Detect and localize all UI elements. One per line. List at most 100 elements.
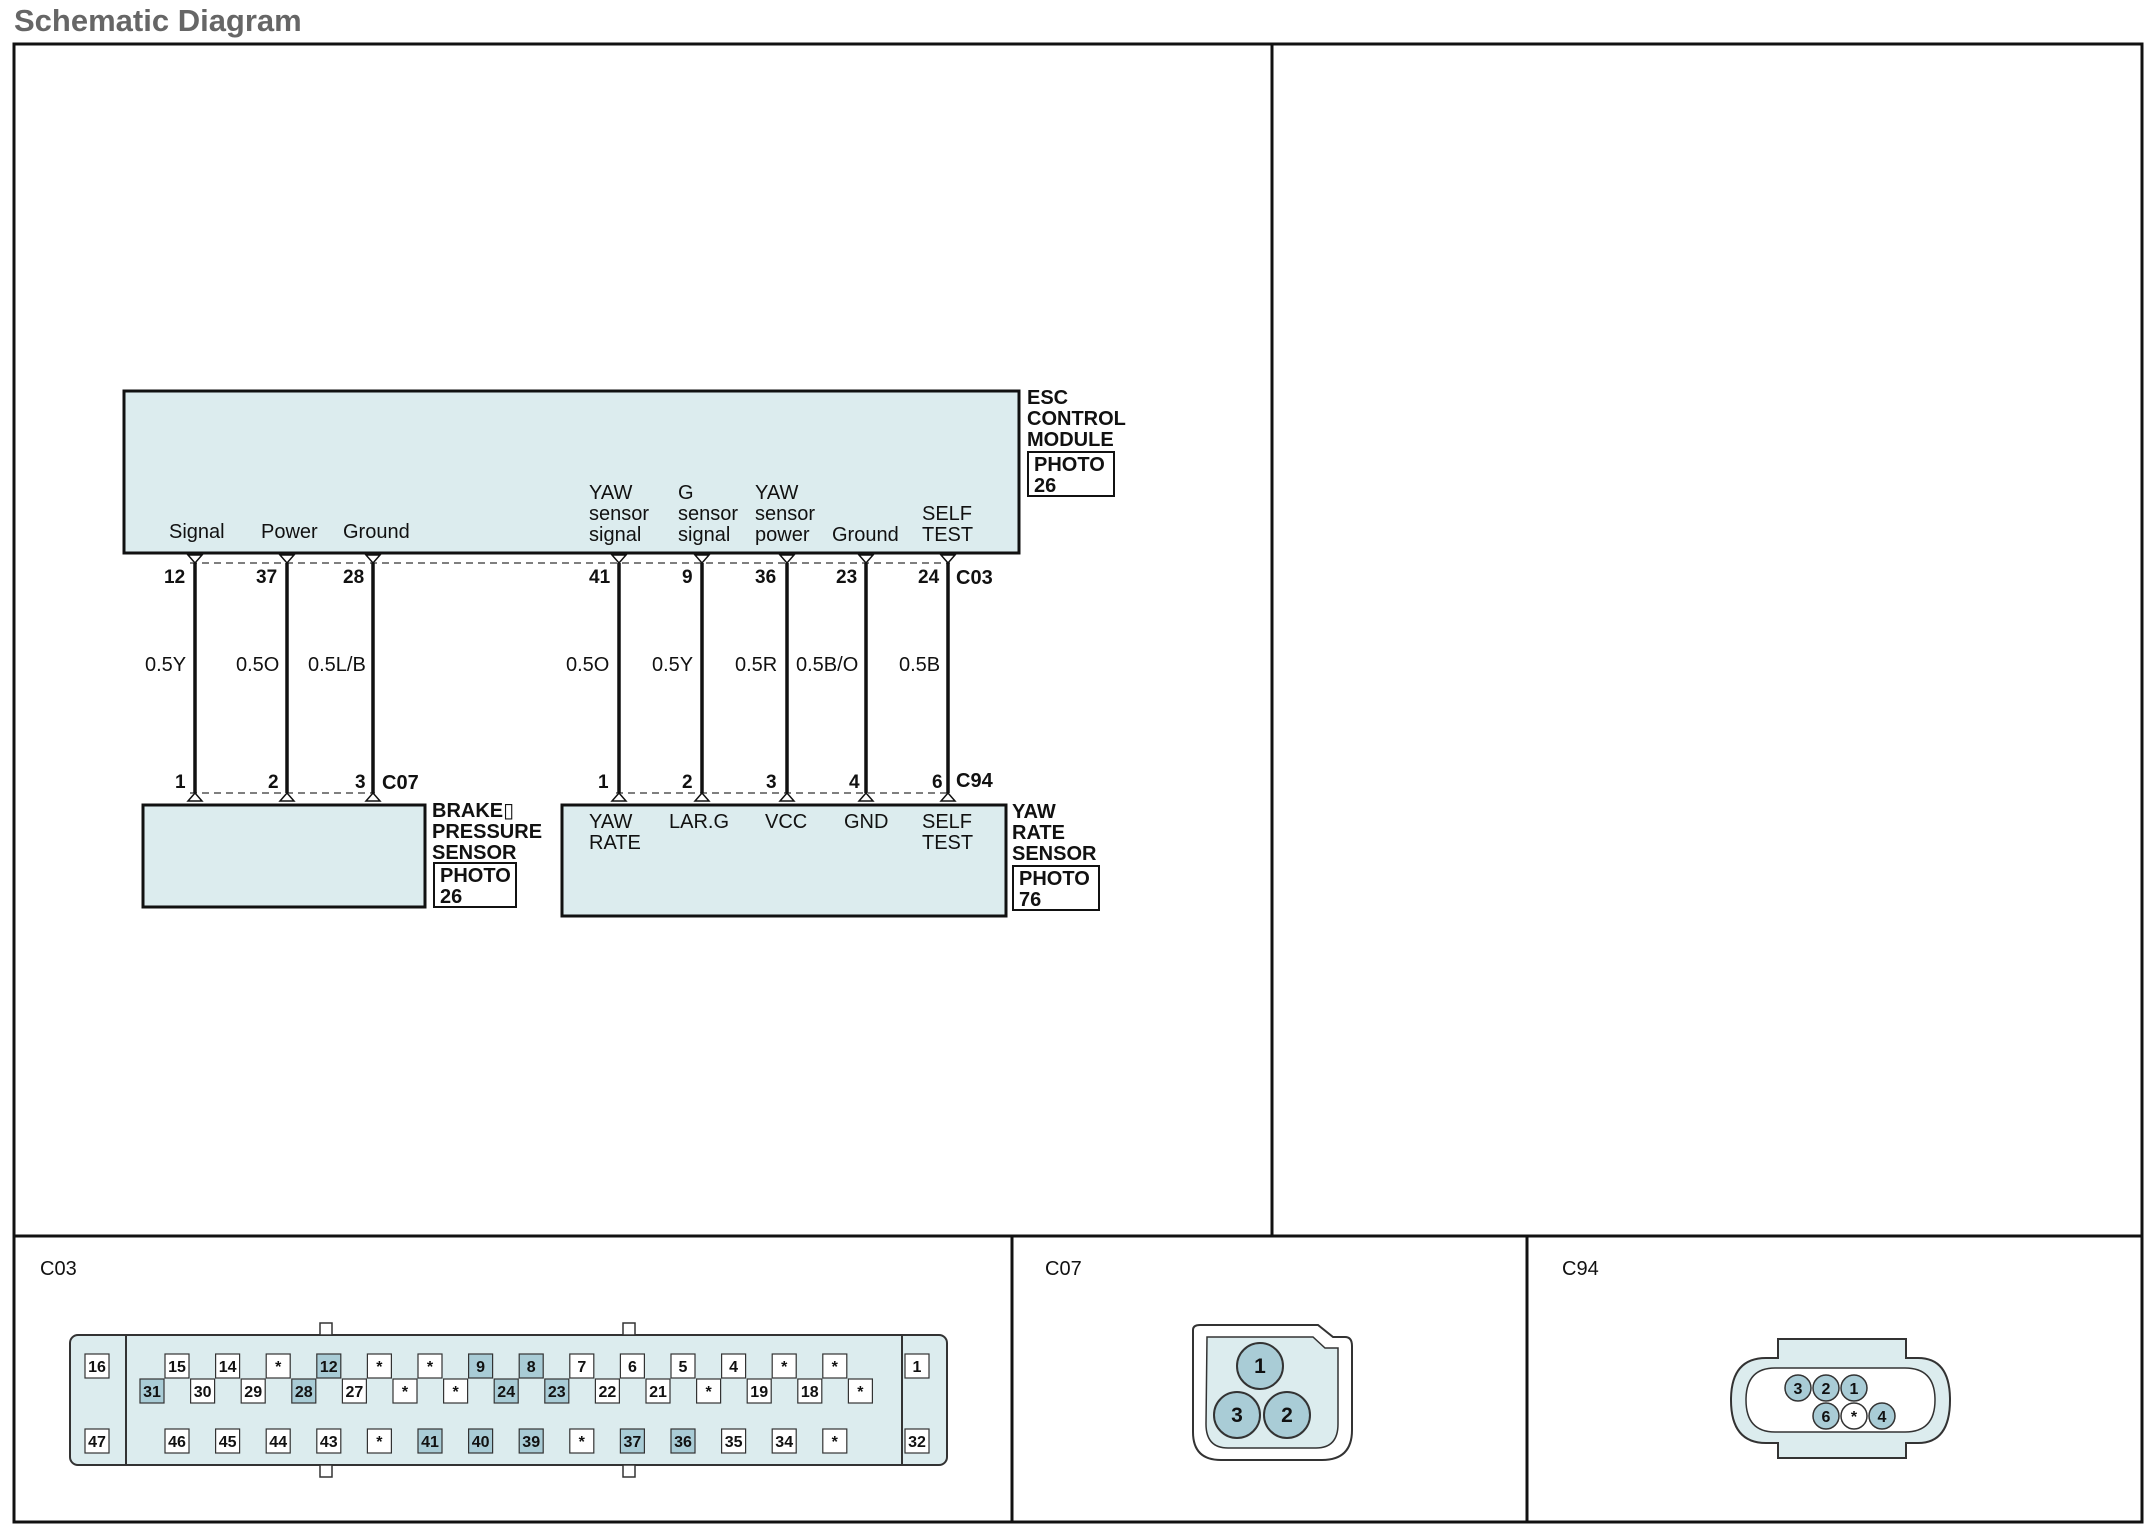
c03-pin-label: 34 xyxy=(775,1434,793,1451)
c03-pin-label: 4 xyxy=(729,1359,738,1376)
svg-text:0.5O: 0.5O xyxy=(236,654,279,676)
svg-text:1: 1 xyxy=(1850,1381,1859,1398)
svg-text:2: 2 xyxy=(1281,1404,1293,1427)
c03-pin-label: 41 xyxy=(421,1434,439,1451)
brake-photo-ref: PHOTO 26 xyxy=(440,865,516,908)
c03-pin-cell xyxy=(493,1378,519,1404)
esc-module-box xyxy=(122,389,1021,555)
c03-pin-label: * xyxy=(579,1434,586,1451)
c03-pin-label: * xyxy=(376,1359,383,1376)
c03-pin-label: * xyxy=(857,1384,864,1401)
c03-pin-cell xyxy=(316,1353,342,1379)
svg-text:3: 3 xyxy=(1794,1381,1803,1398)
svg-text:0.5O: 0.5O xyxy=(566,654,609,676)
pin-label-g-sensor-signal: G sensor signal xyxy=(678,482,744,546)
c03-pin-cell xyxy=(695,1378,722,1404)
c03-pin-cell xyxy=(443,1378,469,1404)
c03-pin-cell xyxy=(291,1378,317,1404)
svg-text:36: 36 xyxy=(755,567,776,588)
c03-pin-cell xyxy=(468,1428,494,1454)
svg-text:LAR.G: LAR.G xyxy=(669,811,729,833)
c03-pin-cell xyxy=(771,1428,797,1454)
svg-text:12: 12 xyxy=(164,567,185,588)
c03-pin-label: * xyxy=(452,1384,459,1401)
c03-pin-cell xyxy=(316,1428,342,1454)
c03-pin-cell xyxy=(240,1378,266,1404)
c03-pin-label: * xyxy=(402,1384,409,1401)
c03-pin-label: 23 xyxy=(548,1384,566,1401)
svg-text:0.5Y: 0.5Y xyxy=(652,654,693,676)
c03-pin-label: * xyxy=(427,1359,434,1376)
c03-pin-cell xyxy=(619,1353,646,1379)
pin-label-yaw-sensor-signal: YAW sensor signal xyxy=(589,482,655,546)
c03-pin-label: 36 xyxy=(674,1434,692,1451)
c03-pin-label: 22 xyxy=(599,1384,617,1401)
c03-pin-cell xyxy=(84,1428,110,1454)
c03-pin-cell xyxy=(720,1428,747,1454)
c03-pin-label: * xyxy=(376,1434,383,1451)
c03-pin-cell xyxy=(215,1428,241,1454)
c07-connector-label: C07 xyxy=(382,772,419,794)
svg-text:41: 41 xyxy=(589,567,611,588)
page-title: Schematic Diagram xyxy=(14,3,302,38)
pin-label-self-test: SELF TEST xyxy=(922,503,978,546)
svg-text:0.5B: 0.5B xyxy=(899,654,940,676)
c03-pin-cell xyxy=(366,1353,392,1379)
c03-pin-cell xyxy=(746,1378,772,1404)
svg-text:37: 37 xyxy=(256,567,277,588)
brake-sensor-name: BRAKE▯ PRESSURE SENSOR xyxy=(432,800,548,864)
c03-pin-cell xyxy=(670,1353,696,1379)
pin-label-ground: Ground xyxy=(343,521,410,543)
pin-label-yaw-sensor-power: YAW sensor power xyxy=(755,482,821,546)
c03-pin-cell xyxy=(417,1353,443,1379)
svg-text:6: 6 xyxy=(932,772,943,793)
c03-pin-cell xyxy=(594,1378,621,1404)
c03-pin-label: 15 xyxy=(168,1359,186,1376)
yaw-sensor-name: YAW RATE SENSOR xyxy=(1012,801,1097,865)
frame xyxy=(12,42,2144,1524)
yaw-rate-sensor: 1 2 3 4 6 C94 YAW RATE LAR.G VCC GND SEL… xyxy=(560,770,1100,918)
wires xyxy=(193,563,950,793)
c03-pin-cell xyxy=(797,1378,823,1404)
c03-pin-cell xyxy=(904,1353,930,1379)
c03-pin-label: 24 xyxy=(497,1384,515,1401)
svg-text:*: * xyxy=(1851,1409,1858,1426)
terminal-marks xyxy=(186,554,957,802)
c03-pin-label: 6 xyxy=(628,1359,637,1376)
c03-pin-label: 39 xyxy=(522,1434,540,1451)
c03-pin-label: * xyxy=(832,1359,839,1376)
c03-pin-cell xyxy=(417,1428,443,1454)
svg-text:0.5Y: 0.5Y xyxy=(145,654,186,676)
c03-pin-label-left-bottom: 47 xyxy=(88,1434,106,1451)
esc-photo-ref: PHOTO 26 xyxy=(1034,454,1110,497)
brake-sensor-box xyxy=(141,803,427,909)
c03-pin-label: 35 xyxy=(725,1434,743,1451)
svg-text:4: 4 xyxy=(1878,1409,1887,1426)
svg-text:3: 3 xyxy=(766,772,777,793)
c03-pin-label: 19 xyxy=(750,1384,768,1401)
c94-connector-label: C94 xyxy=(956,770,994,792)
c03-pin-cell xyxy=(164,1428,190,1454)
c03-pin-cell xyxy=(569,1353,595,1379)
c03-pin-cell xyxy=(84,1353,110,1379)
pin-label-ground-2: Ground xyxy=(832,524,899,546)
brake-pressure-sensor: 1 2 3 C07 BRAKE▯ PRESSURE SENSOR PHOTO 2… xyxy=(141,772,548,909)
c03-pin-cell xyxy=(190,1378,216,1404)
c03-pin-cell xyxy=(518,1353,544,1379)
c03-pin-cell xyxy=(341,1378,367,1404)
c03-pin-cell xyxy=(164,1353,190,1379)
c03-pin-label: 45 xyxy=(219,1434,237,1451)
c03-pin-cell xyxy=(265,1428,291,1454)
svg-text:0.5R: 0.5R xyxy=(735,654,777,676)
svg-text:23: 23 xyxy=(836,567,857,588)
c07-view-title: C07 xyxy=(1045,1258,1082,1280)
c03-pin-cell xyxy=(139,1378,165,1404)
c03-pin-label: 9 xyxy=(476,1359,485,1376)
svg-text:2: 2 xyxy=(1822,1381,1831,1398)
c03-pin-cell xyxy=(265,1353,291,1379)
svg-text:2: 2 xyxy=(682,772,693,793)
c03-pin-label: 21 xyxy=(649,1384,667,1401)
c03-pin-cell xyxy=(619,1428,646,1454)
wire-labels: 0.5Y 0.5O 0.5L/B 0.5O 0.5Y 0.5R 0.5B/O 0… xyxy=(145,654,940,676)
c03-pin-label: * xyxy=(275,1359,282,1376)
